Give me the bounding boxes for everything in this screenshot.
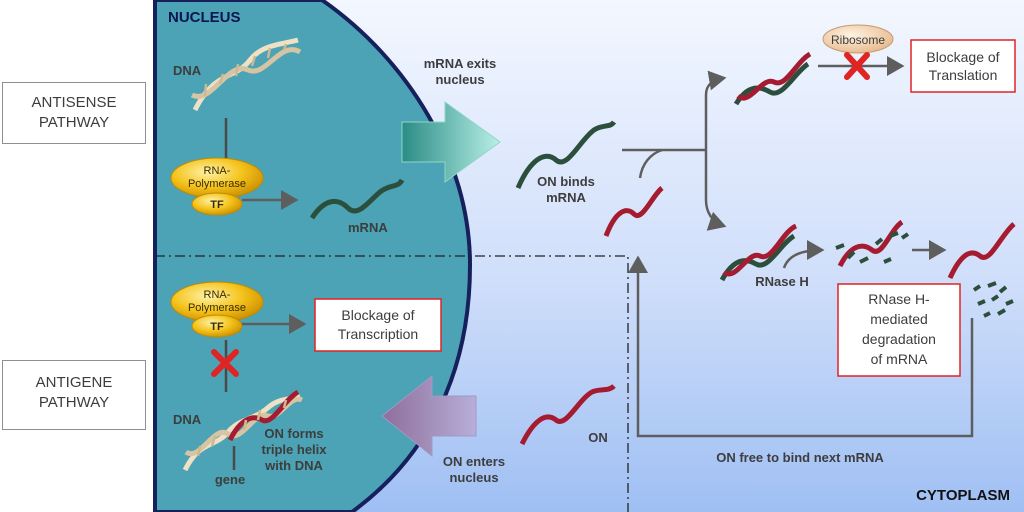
pathway-separator [155, 255, 629, 512]
on-binds-line1: ON binds [537, 174, 595, 189]
on-oligo-free [519, 384, 616, 446]
tf-top-label: TF [210, 199, 224, 211]
rnase-arrow-1 [782, 240, 825, 269]
branch-down-arrow [704, 150, 727, 231]
mrna-fragments [972, 281, 1014, 318]
rna-polymerase-top-line2: Polymerase [188, 178, 246, 190]
on-free-label: ON free to bind next mRNA [716, 450, 884, 465]
cytoplasm-title: CYTOPLASM [916, 487, 1010, 504]
on-label: ON [588, 430, 608, 445]
antigene-pathway-line2: PATHWAY [38, 394, 110, 411]
freed-on-oligo [947, 222, 1016, 280]
duplex-rnase [719, 223, 798, 282]
mrna-exit-arrow [401, 101, 501, 183]
blockage-translation-line1: Blockage of [926, 49, 999, 65]
on-binds-line2: mRNA [546, 190, 586, 205]
rnase-degradation-box [837, 283, 961, 377]
on-triple-line2: triple helix [261, 442, 327, 457]
triple-helix [182, 389, 304, 472]
cleavage-intermediate [835, 219, 910, 268]
blockage-transcription-box [314, 298, 442, 352]
on-triple-line3: with DNA [264, 458, 323, 473]
on-join-curve [638, 148, 663, 179]
ribosome-label: Ribosome [831, 33, 885, 47]
branch-up-arrow [704, 70, 727, 150]
rnase-degradation-line2: mediated [870, 311, 928, 327]
mrna-exits-line2: nucleus [435, 72, 484, 87]
on-enter-arrow [381, 374, 477, 458]
blockage-translation-line2: Translation [929, 67, 998, 83]
mrna-strand-cytoplasm [515, 120, 617, 189]
rna-polymerase-top-line1: RNA- [204, 165, 231, 177]
on-enters-line2: nucleus [449, 470, 498, 485]
on-oligo-binding [603, 186, 664, 237]
antisense-pathway-box: ANTISENSE PATHWAY [2, 82, 146, 144]
duplex-translation [733, 51, 812, 106]
on-triple-line1: ON forms [264, 426, 323, 441]
antigene-pathway-line1: ANTIGENE [35, 374, 113, 391]
on-enters-line1: ON enters [443, 454, 505, 469]
recycle-arrow [628, 255, 974, 438]
mrna-strand-nucleus [309, 178, 405, 220]
rnase-degradation-line1: RNase H- [868, 291, 930, 307]
x-mark-transcription-icon [211, 349, 239, 377]
x-mark-translation-icon [844, 52, 870, 80]
rnase-degradation-line3: degradation [862, 331, 936, 347]
tf-bottom-label: TF [210, 321, 224, 333]
mrna-label-nucleus: mRNA [348, 220, 388, 235]
antigene-pathway-box: ANTIGENE PATHWAY [2, 360, 146, 430]
antisense-pathway-line2: PATHWAY [38, 114, 110, 131]
rna-polymerase-bottom-line1: RNA- [204, 289, 231, 301]
dna-helix-top [190, 37, 302, 112]
dna-label-bottom: DNA [173, 412, 202, 427]
rna-polymerase-bottom-line2: Polymerase [188, 302, 246, 314]
mrna-exits-line1: mRNA exits [424, 56, 496, 71]
blockage-transcription-line1: Blockage of [341, 307, 414, 323]
ribosome [822, 24, 894, 54]
nucleus-region [153, 0, 473, 512]
blockage-translation-box [910, 39, 1016, 93]
nucleus-title: NUCLEUS [168, 9, 241, 26]
blockage-transcription-line2: Transcription [338, 326, 418, 342]
dna-label-top: DNA [173, 63, 202, 78]
tf-bottom [191, 314, 243, 338]
rnase-degradation-line4: of mRNA [871, 351, 928, 367]
antisense-pathway-line1: ANTISENSE [31, 94, 117, 111]
rnase-h-label: RNase H [755, 274, 808, 289]
tf-top [191, 192, 243, 216]
gene-label: gene [215, 472, 245, 487]
